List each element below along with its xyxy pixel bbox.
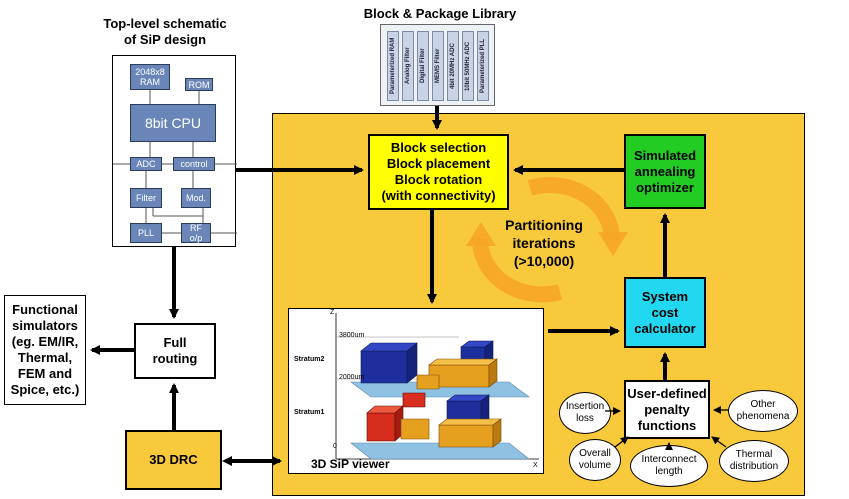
schematic-filter: Filter xyxy=(130,188,162,208)
viewer-x-label: X xyxy=(533,462,538,469)
partition-cycle-icon xyxy=(466,177,628,303)
penalty-thermal-distribution: Thermal distribution xyxy=(719,440,789,482)
viewer-caption: 3D SiP viewer xyxy=(311,457,390,471)
block-selection-box: Block selection Block placement Block ro… xyxy=(368,134,509,210)
drc-box: 3D DRC xyxy=(125,430,222,490)
penalty-interconnect-length: Interconnect length xyxy=(630,445,708,487)
schematic-adc: ADC xyxy=(130,157,162,171)
partitioning-label: Partitioning iterations (>10,000) xyxy=(505,217,583,269)
viewer-stratum2-label: Stratum2 xyxy=(294,356,325,363)
functional-simulators-box: Functional simulators (eg. EM/IR, Therma… xyxy=(4,295,86,405)
schematic-control: control xyxy=(173,157,215,171)
schematic-mod: Mod. xyxy=(181,188,211,208)
viewer-plot xyxy=(335,313,539,460)
viewer-z-label: Z xyxy=(330,309,335,316)
sip-viewer: Z 3800um 2000um Stratum2 Stratum1 0 X 3D… xyxy=(288,308,544,474)
schematic-panel: 2048x8 RAM ROM 8bit CPU ADC control Filt… xyxy=(112,55,237,247)
viewer-origin-label: 0 xyxy=(333,443,337,450)
schematic-wires xyxy=(113,90,237,234)
schematic-rf: RF o/p xyxy=(181,223,211,243)
viewer-tick-mid: 2000um xyxy=(339,374,365,381)
penalty-overall-volume: Overall volume xyxy=(569,439,621,481)
schematic-rom: ROM xyxy=(185,78,213,91)
schematic-cpu: 8bit CPU xyxy=(130,104,216,142)
viewer-tick-top: 3800um xyxy=(339,332,365,339)
full-routing-box: Full routing xyxy=(134,323,216,379)
library-title: Block & Package Library xyxy=(363,6,517,21)
schematic-pll: PLL xyxy=(130,223,162,243)
cost-calculator-box: System cost calculator xyxy=(624,277,706,348)
penalty-other-phenomena: Other phenomena xyxy=(728,390,798,432)
optimizer-box: Simulated annealing optimizer xyxy=(624,134,706,209)
penalty-functions-box: User-defined penalty functions xyxy=(624,380,710,439)
schematic-title: Top-level schematic of SiP design xyxy=(103,16,227,47)
penalty-insertion-loss: Insertion loss xyxy=(559,392,611,434)
schematic-ram: 2048x8 RAM xyxy=(130,64,170,90)
viewer-stratum1-label: Stratum1 xyxy=(294,409,325,416)
